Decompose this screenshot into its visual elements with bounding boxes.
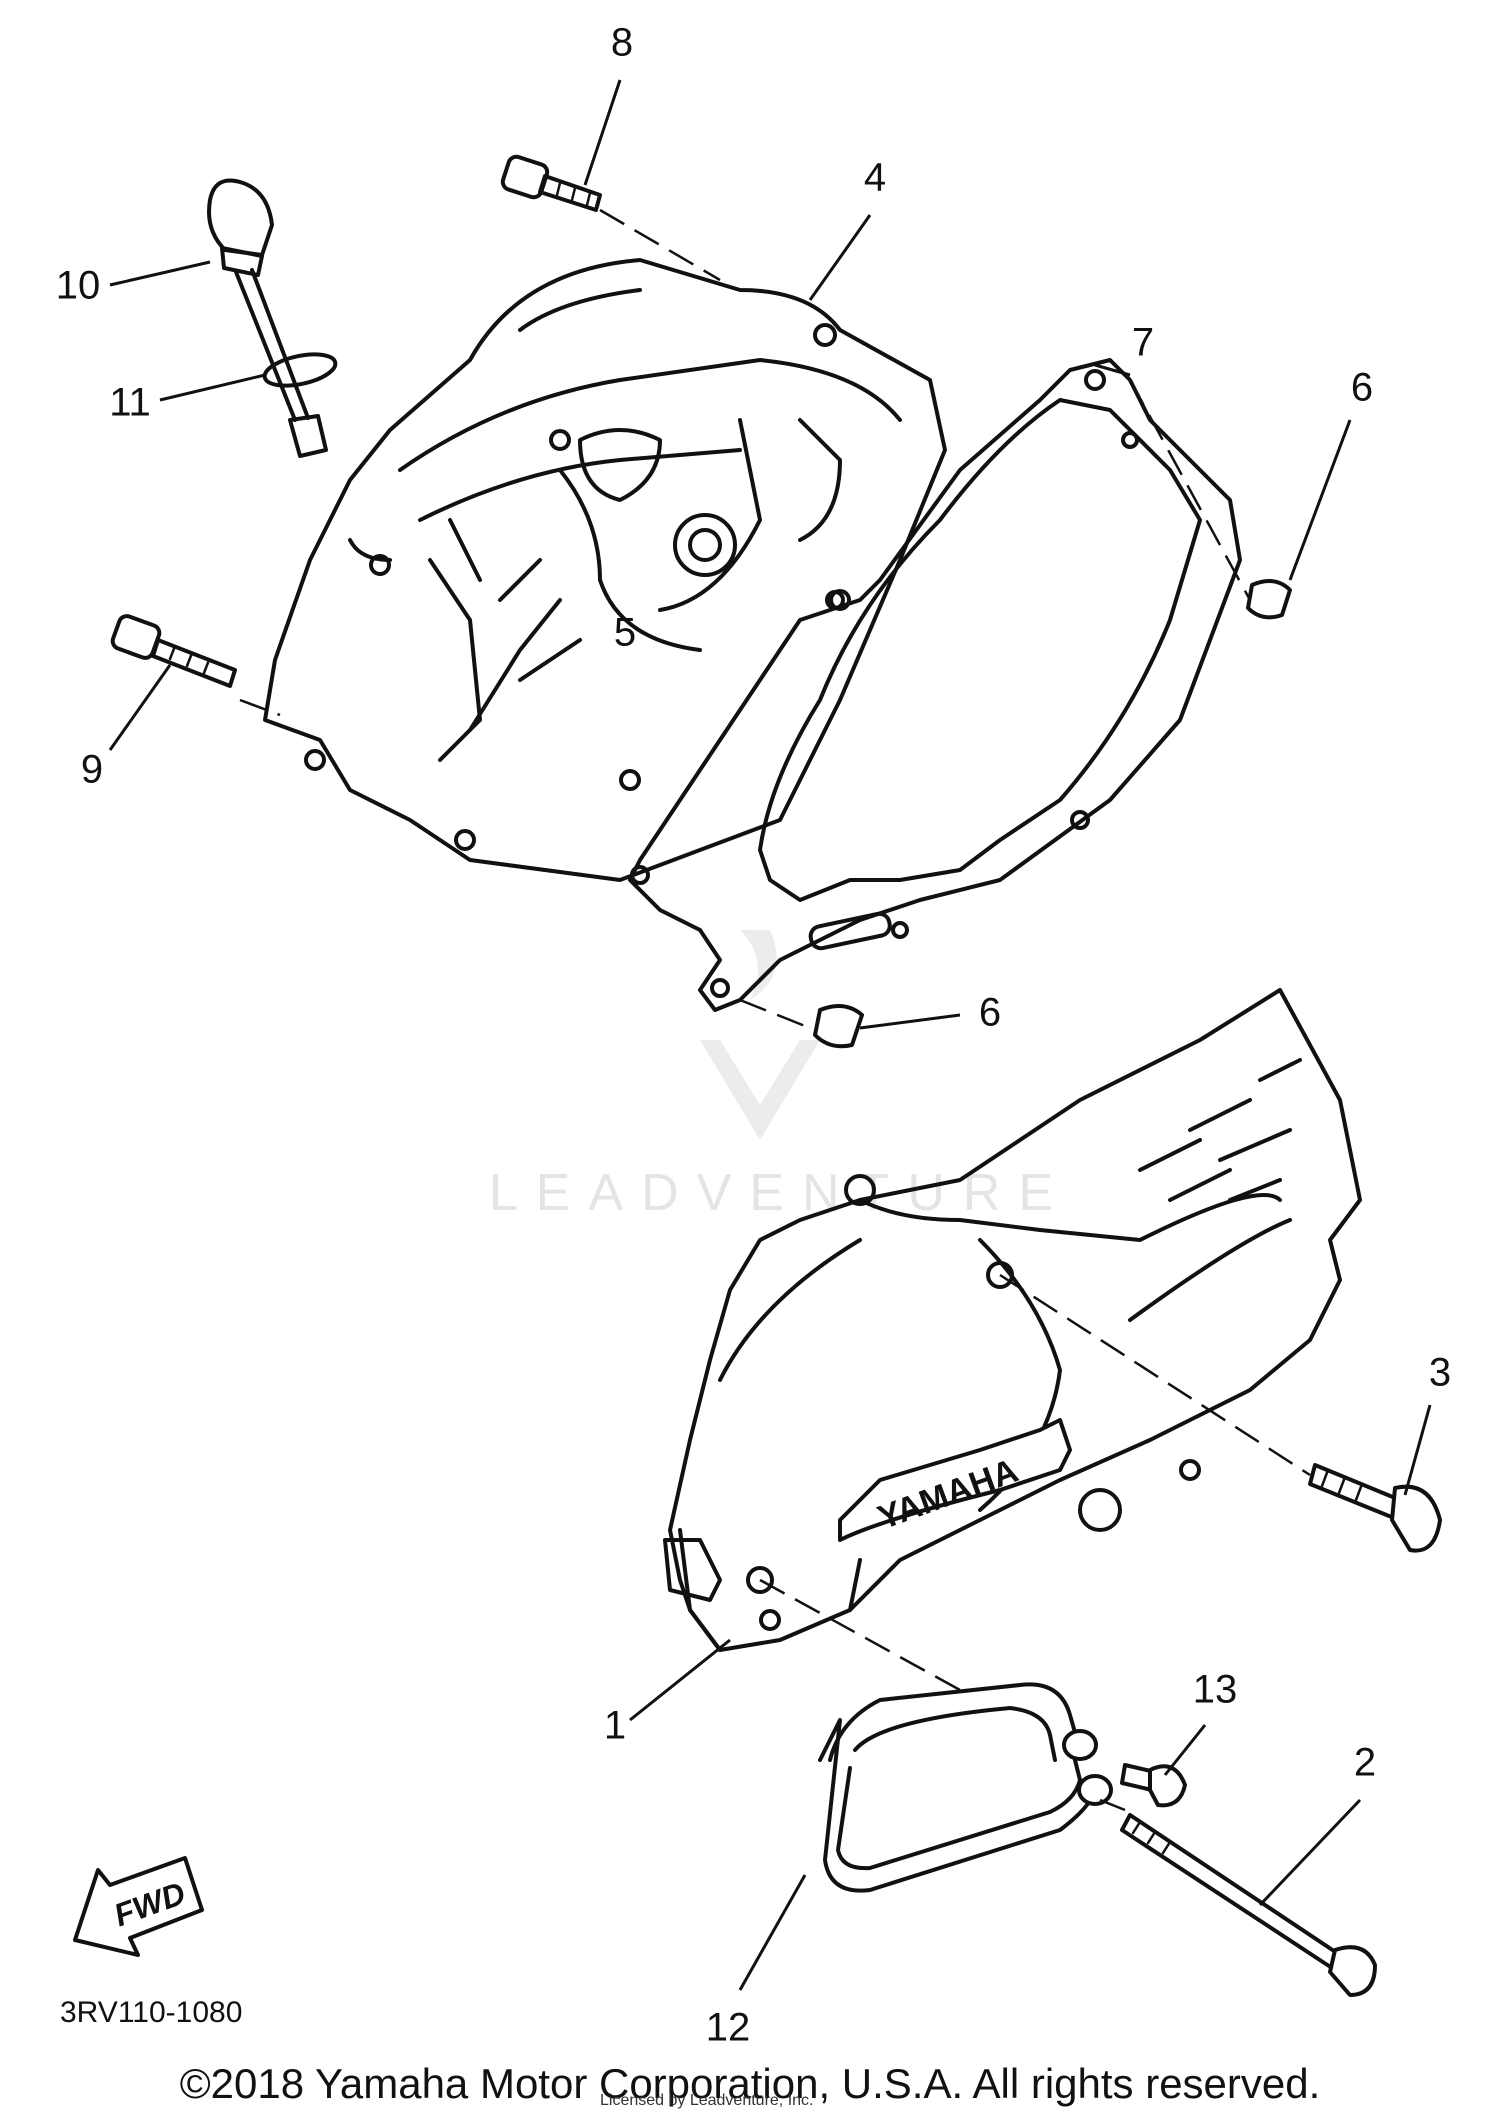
callout-12: 12 xyxy=(706,2006,751,2050)
leader-lines xyxy=(108,79,1432,1991)
licensed-notice: Licensed by Leadventure, Inc. xyxy=(600,2092,814,2109)
part-10-dipstick xyxy=(207,178,328,458)
part-1-outer-cover: YAMAHA xyxy=(663,988,1362,1652)
callout-11: 11 xyxy=(109,381,151,425)
fwd-arrow: FWD xyxy=(73,1856,204,1957)
part-code: 3RV110-1080 xyxy=(60,1996,242,2029)
callouts: 8 4 7 6 10 11 5 9 6 3 1 13 2 12 xyxy=(56,21,1451,2050)
part-3-bolt xyxy=(1308,1463,1442,1553)
watermark-logo xyxy=(700,1040,820,1140)
part-7-gasket xyxy=(628,358,1242,1012)
part-2-bolt xyxy=(1120,1813,1377,1997)
part-6-dowel-upper xyxy=(1246,579,1292,620)
callout-8: 8 xyxy=(611,21,633,65)
part-8-bolt xyxy=(500,154,602,212)
callout-10: 10 xyxy=(56,264,101,308)
part-9-bolt xyxy=(110,614,237,688)
alignment-lines xyxy=(239,208,1311,1812)
part-4-crankcase-cover xyxy=(263,258,947,882)
callout-1: 1 xyxy=(604,1704,626,1748)
callout-9: 9 xyxy=(81,748,103,792)
part-6-dowel-lower xyxy=(813,1004,864,1049)
part-12-guide xyxy=(818,1682,1113,1893)
callout-6-lower: 6 xyxy=(979,991,1001,1035)
callout-6-upper: 6 xyxy=(1351,366,1373,410)
callout-4: 4 xyxy=(864,156,886,200)
callout-5: 5 xyxy=(614,611,636,655)
watermark-text: LEADVENTURE xyxy=(489,1164,1071,1222)
callout-2: 2 xyxy=(1354,1741,1376,1785)
callout-7: 7 xyxy=(1132,321,1154,365)
part-11-oring xyxy=(262,352,338,388)
callout-3: 3 xyxy=(1429,1351,1451,1395)
watermark: LEADVENTURE xyxy=(489,930,1071,1222)
part-13-bolt xyxy=(1120,1763,1187,1808)
callout-13: 13 xyxy=(1193,1668,1238,1712)
copyright-notice: ©2018 Yamaha Motor Corporation, U.S.A. A… xyxy=(179,2060,1321,2107)
